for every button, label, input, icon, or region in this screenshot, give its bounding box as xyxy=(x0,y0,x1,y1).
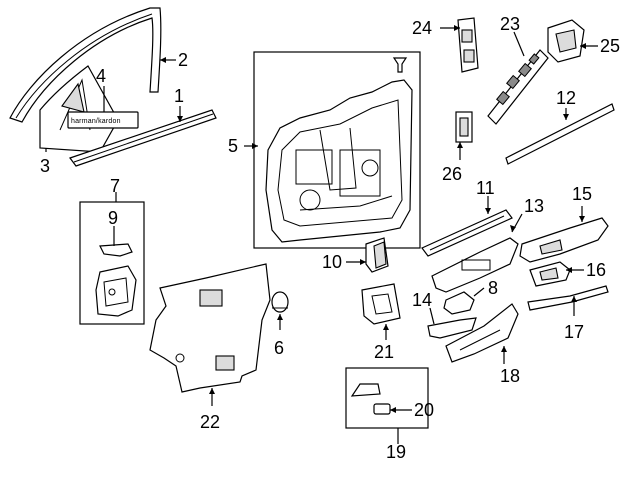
callout-15: 15 xyxy=(572,184,592,204)
part-2-window-molding xyxy=(9,7,162,123)
part-20-bulb xyxy=(373,403,391,415)
hinge-box xyxy=(79,201,145,325)
callout-17: 17 xyxy=(564,322,584,342)
part-25-seat-switch xyxy=(547,19,585,63)
lamp-box xyxy=(345,367,429,429)
part-1-belt-molding xyxy=(69,109,217,167)
callout-18: 18 xyxy=(500,366,520,386)
part-15-door-handle-trim xyxy=(519,217,609,263)
part-11-trim-strip xyxy=(421,209,513,257)
callout-4: 4 xyxy=(96,66,106,86)
arrowheads xyxy=(160,25,586,413)
callout-21: 21 xyxy=(374,342,394,362)
callout-10: 10 xyxy=(322,252,342,272)
part-5-door-inner-panel xyxy=(265,79,413,243)
badge-label: harman/kardon xyxy=(71,118,121,125)
part-4-badge: harman/kardon xyxy=(67,111,139,129)
part-13-armrest xyxy=(431,237,519,293)
callout-11: 11 xyxy=(476,178,495,198)
callout-6: 6 xyxy=(274,338,284,358)
door-panel-box xyxy=(253,51,421,249)
callout-12: 12 xyxy=(556,88,576,108)
callout-20: 20 xyxy=(414,400,434,420)
part-16-bezel xyxy=(529,261,571,287)
part-6-fastener xyxy=(271,291,289,313)
callout-7: 7 xyxy=(110,176,120,196)
callout-23: 23 xyxy=(500,14,520,34)
callout-5: 5 xyxy=(228,136,238,156)
part-8-handle-cup xyxy=(443,291,475,315)
part-7-hinge-bracket xyxy=(95,265,137,317)
part-14-lower-trim xyxy=(427,317,477,339)
part-18-door-pocket xyxy=(445,303,519,363)
part-12-molding-strip xyxy=(505,103,615,165)
callout-2: 2 xyxy=(178,50,188,70)
part-26-switch xyxy=(455,111,473,143)
part-3-window-sash-trim xyxy=(39,65,119,153)
callout-1: 1 xyxy=(174,86,184,106)
callout-26: 26 xyxy=(442,164,462,184)
callout-24: 24 xyxy=(412,18,432,38)
part-19-lamp-housing xyxy=(350,383,381,397)
callout-16: 16 xyxy=(586,260,606,280)
callout-9: 9 xyxy=(108,208,118,228)
callout-22: 22 xyxy=(200,412,220,432)
callout-labels: 1 2 3 4 5 6 7 8 9 10 11 12 13 14 15 16 1… xyxy=(40,14,620,462)
part-21-speaker-grille xyxy=(361,283,401,325)
part-22-watershield xyxy=(149,263,271,393)
callout-8: 8 xyxy=(488,278,498,298)
callout-3: 3 xyxy=(40,156,50,176)
callout-25: 25 xyxy=(600,36,620,56)
callout-14: 14 xyxy=(412,290,432,310)
callout-13: 13 xyxy=(524,196,544,216)
part-5-clip xyxy=(392,57,408,73)
part-10-bracket xyxy=(365,237,389,273)
part-9-hinge-clip xyxy=(99,243,133,257)
part-23-master-window-switch xyxy=(487,49,549,125)
callout-19: 19 xyxy=(386,442,406,462)
part-17-trim-strip xyxy=(527,285,609,311)
part-24-switch-bracket xyxy=(457,17,479,73)
